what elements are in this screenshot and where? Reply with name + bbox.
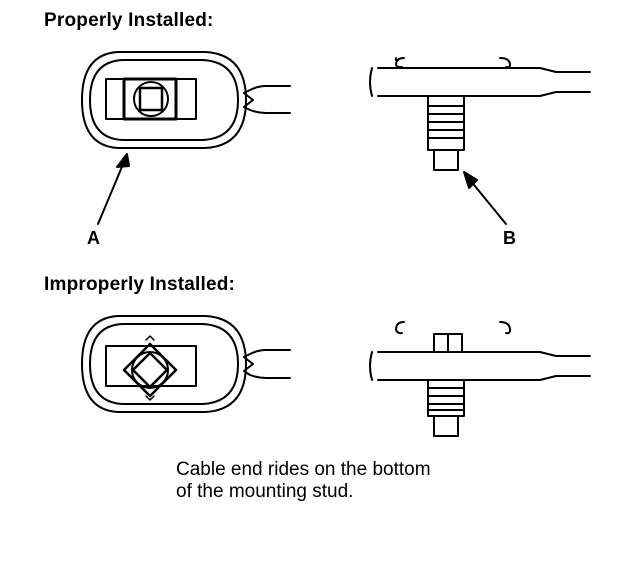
- arrow-a: [97, 153, 130, 225]
- proper-cable-end-top-view: [81, 51, 291, 149]
- caption-line-1: Cable end rides on the bottom: [176, 459, 431, 480]
- heading-properly-installed: Properly Installed:: [44, 10, 214, 31]
- improper-cable-end-top-view: [81, 315, 291, 413]
- arrow-b: [463, 171, 507, 225]
- proper-cable-end-side-view: [369, 57, 591, 171]
- improper-cable-end-side-view: [369, 321, 591, 437]
- heading-improperly-installed: Improperly Installed:: [44, 274, 236, 295]
- callout-label-b: B: [503, 228, 516, 248]
- caption-line-2: of the mounting stud.: [176, 481, 354, 502]
- callout-label-a: A: [87, 228, 100, 248]
